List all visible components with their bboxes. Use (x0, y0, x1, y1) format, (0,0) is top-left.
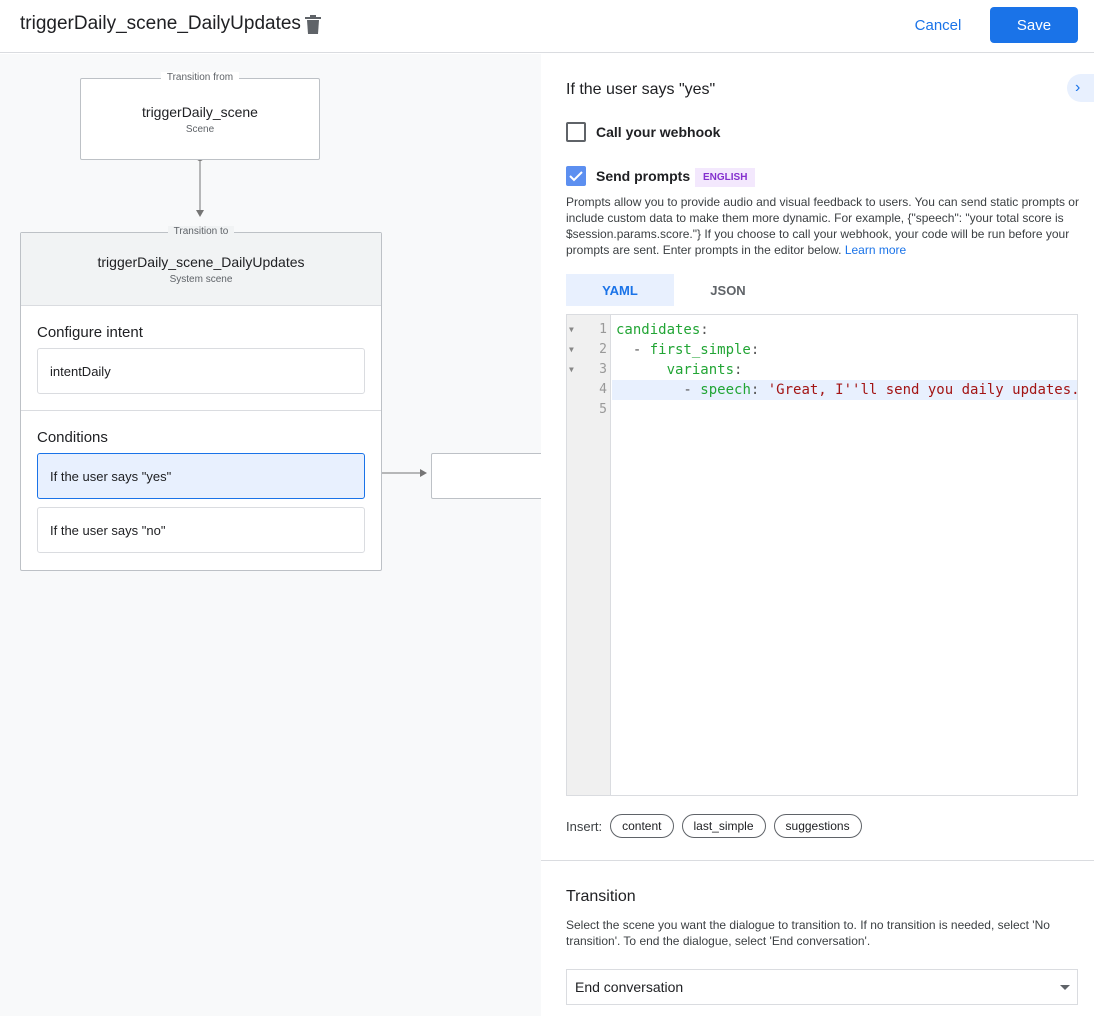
condition-no[interactable]: If the user says "no" (37, 507, 365, 553)
learn-more-link[interactable]: Learn more (844, 243, 907, 257)
collapse-panel-button[interactable]: › (1067, 74, 1094, 102)
panel-title: If the user says "yes" (566, 81, 716, 98)
transition-description: Select the scene you want the dialogue t… (566, 918, 1050, 948)
intent-item[interactable]: intentDaily (37, 348, 365, 394)
transition-heading: Transition (566, 888, 636, 905)
tab-json[interactable]: JSON (710, 282, 746, 298)
node-name: triggerDaily_scene (142, 104, 258, 120)
insert-bar: Insert: content last_simple suggestions (566, 814, 862, 838)
tab-yaml[interactable]: YAML (566, 274, 674, 306)
node-name: triggerDaily_scene_DailyUpdates (97, 254, 305, 270)
fold-icon[interactable]: ▼ (569, 325, 574, 334)
webhook-checkbox[interactable] (566, 122, 586, 142)
code-key: variants (666, 362, 735, 378)
condition-yes[interactable]: If the user says "yes" (37, 453, 365, 499)
check-icon (569, 171, 583, 182)
intent-heading: Configure intent (37, 324, 143, 341)
prompts-description: Prompts allow you to provide audio and v… (566, 194, 1086, 258)
code-key: first_simple (649, 342, 751, 358)
line-number: 5 (599, 402, 607, 417)
node-type: System scene (169, 274, 233, 285)
node-type: Scene (185, 124, 215, 135)
flow-canvas[interactable]: Transition from triggerDaily_scene Scene… (0, 54, 541, 1016)
insert-suggestions-chip[interactable]: suggestions (773, 814, 862, 838)
header: triggerDaily_scene_DailyUpdates Cancel S… (0, 0, 1094, 53)
webhook-label: Call your webhook (596, 124, 721, 140)
transition-from-node[interactable]: Transition from triggerDaily_scene Scene (80, 72, 320, 160)
condition-panel: › If the user says "yes" Call your webho… (541, 54, 1094, 1016)
transition-select[interactable]: End conversation (566, 969, 1078, 1005)
dropdown-arrow-icon (1060, 985, 1070, 990)
line-number: 4 (599, 382, 607, 397)
line-number: 2 (599, 342, 607, 357)
trash-icon[interactable] (304, 15, 322, 35)
save-button[interactable]: Save (990, 7, 1078, 43)
line-number: 3 (599, 362, 607, 377)
prompts-checkbox[interactable] (566, 166, 586, 186)
fold-icon[interactable]: ▼ (569, 365, 574, 374)
insert-label: Insert: (566, 818, 603, 834)
transition-to-node: Transition to triggerDaily_scene_DailyUp… (20, 226, 382, 571)
cancel-button[interactable]: Cancel (914, 16, 962, 34)
node-legend: Transition from (160, 72, 240, 83)
code-key: candidates (616, 322, 701, 338)
page-title: triggerDaily_scene_DailyUpdates (20, 13, 301, 34)
description-text: Prompts allow you to provide audio and v… (566, 195, 1079, 257)
prompts-label: Send prompts (596, 168, 691, 184)
chevron-right-icon: › (1075, 79, 1081, 96)
transition-value: End conversation (575, 979, 684, 995)
line-number: 1 (599, 322, 607, 337)
insert-content-chip[interactable]: content (610, 814, 674, 838)
divider (541, 860, 1094, 861)
code-value: 'Great, I''ll send you daily updates. (767, 382, 1080, 398)
insert-last-simple-chip[interactable]: last_simple (681, 814, 766, 838)
code-key: speech (700, 382, 751, 398)
language-badge: ENGLISH (695, 168, 756, 187)
node-legend: Transition to (167, 226, 235, 237)
transition-target-node[interactable] (431, 453, 541, 499)
conditions-heading: Conditions (37, 429, 108, 446)
fold-icon[interactable]: ▼ (569, 345, 574, 354)
